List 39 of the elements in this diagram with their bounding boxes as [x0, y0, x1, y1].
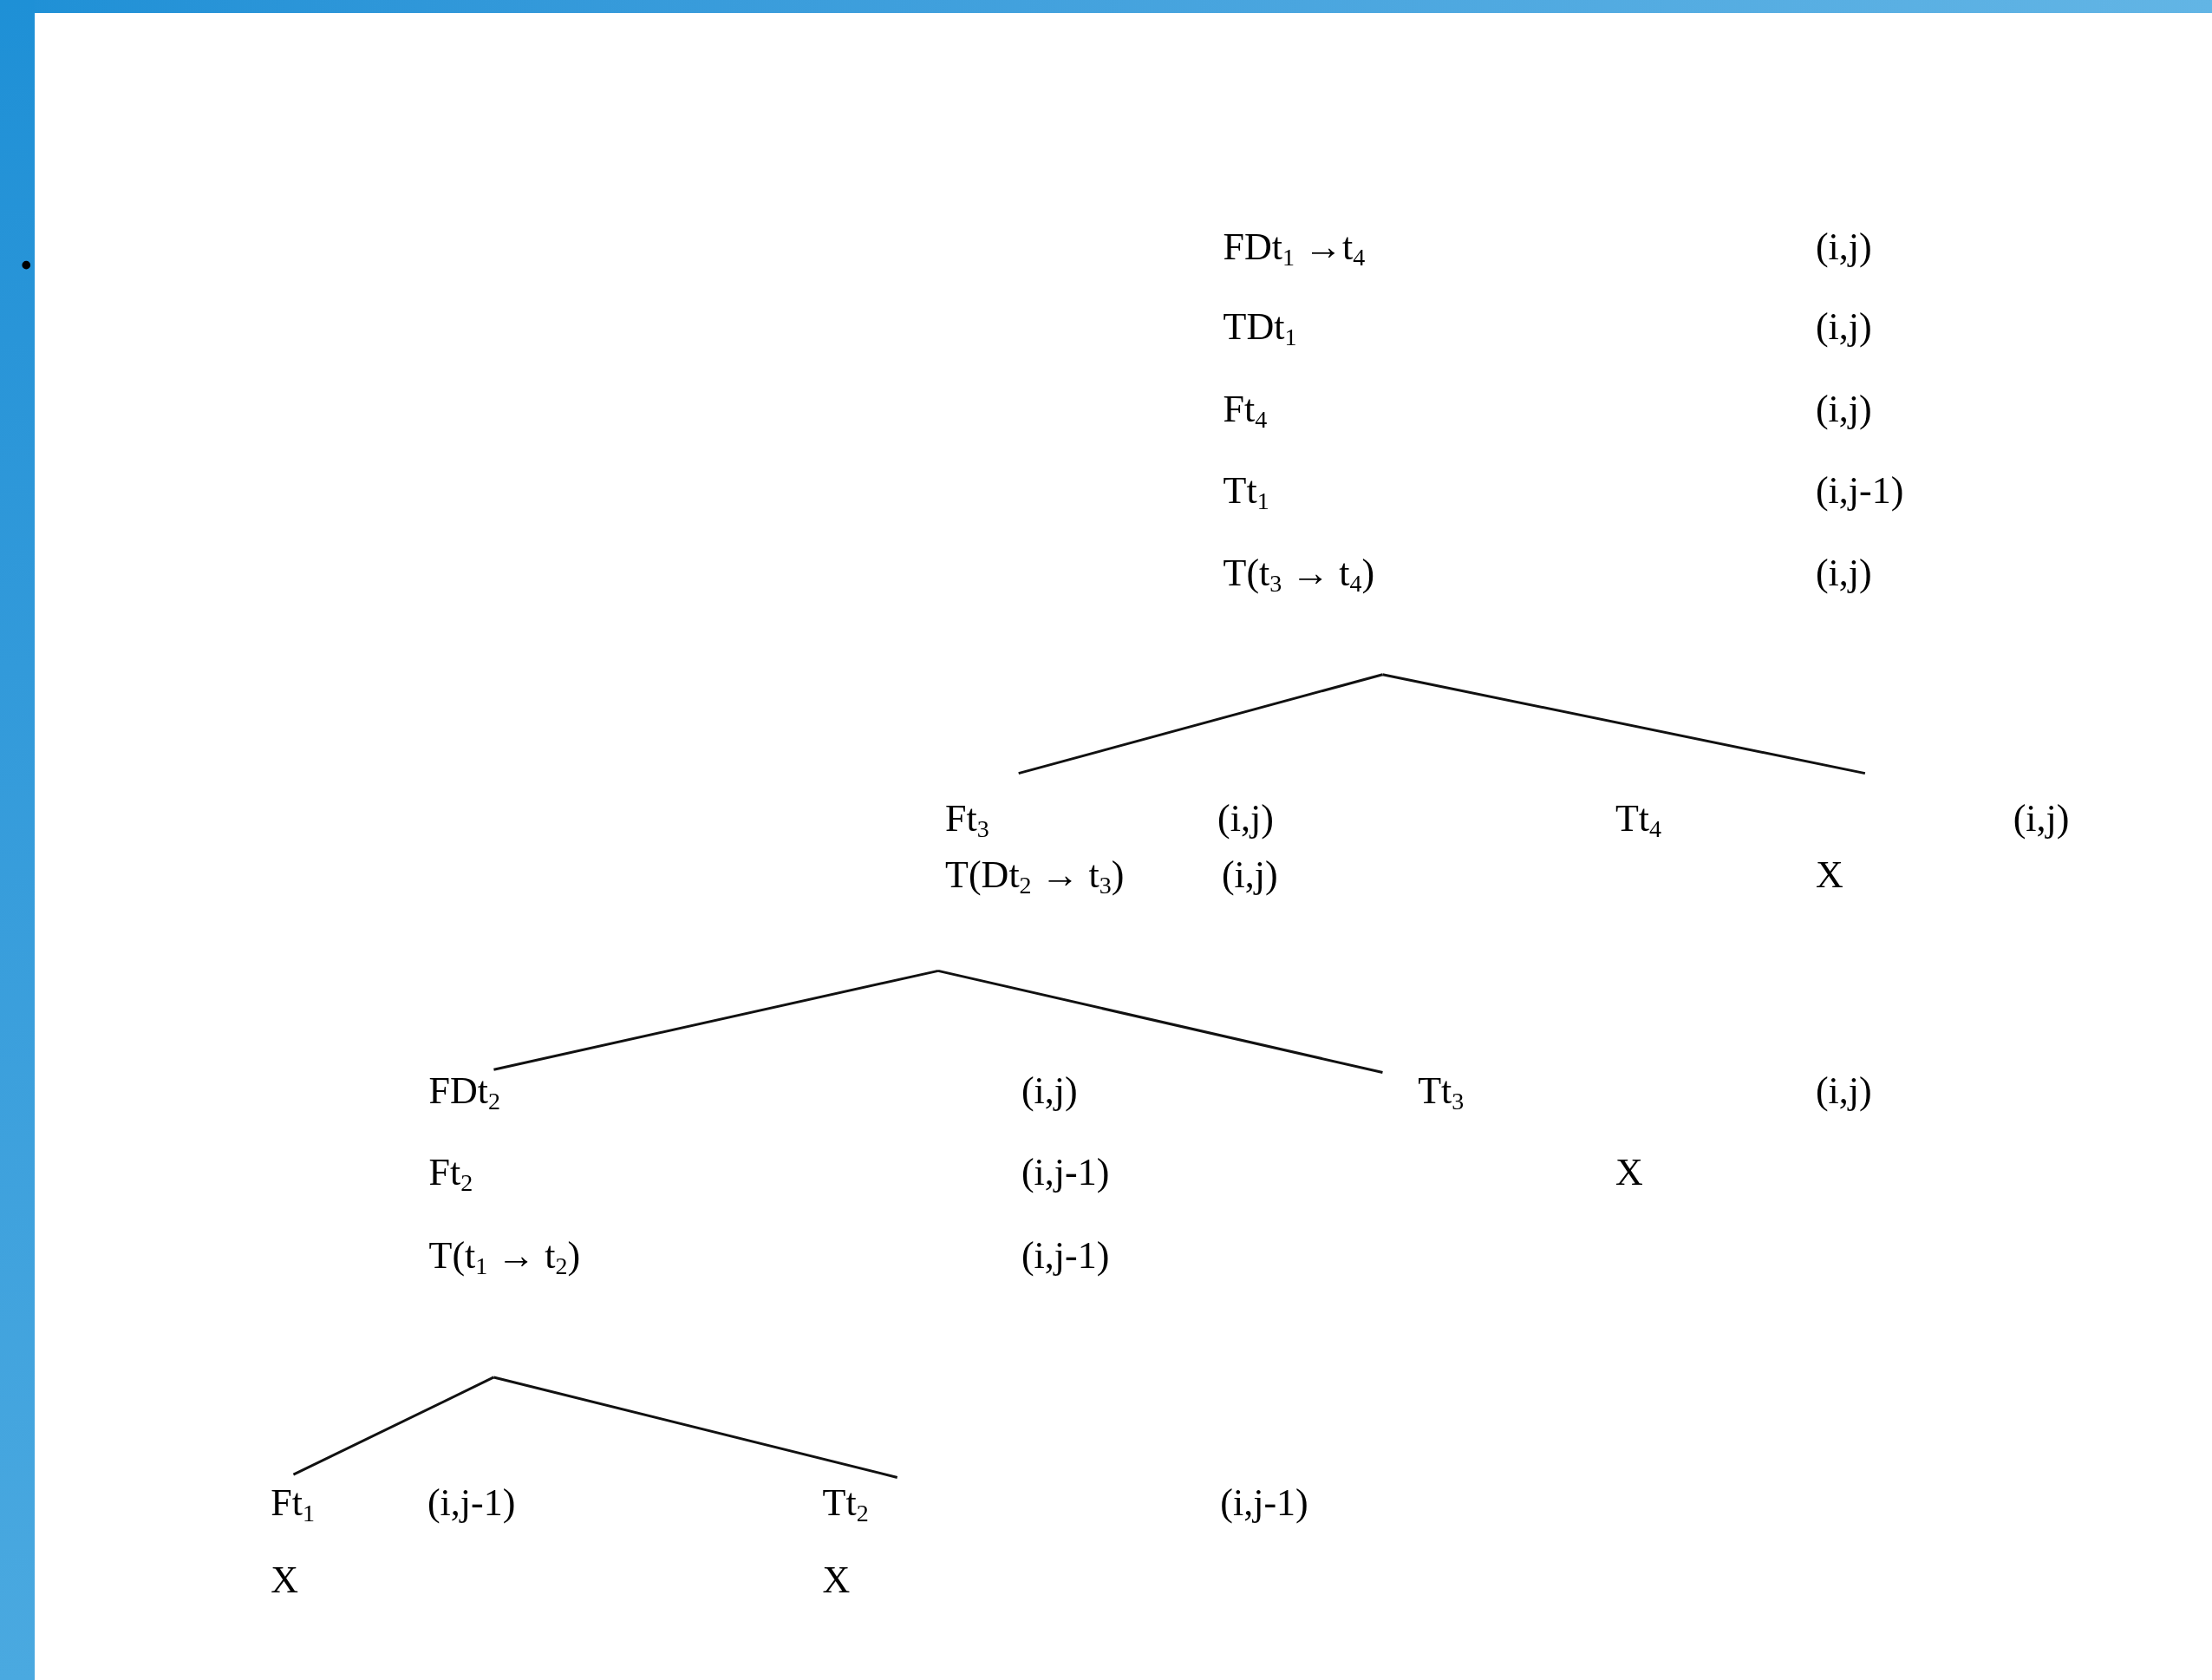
- formula: FDt$_{1}$ →t$_{4}$: [1223, 224, 1366, 270]
- annotation: (i,j-1): [427, 1480, 516, 1526]
- tree-branch-line: [937, 969, 1383, 1074]
- formula: Tt$_{3}$: [1418, 1068, 1465, 1114]
- annotation: (i,j-1): [1815, 468, 1904, 514]
- closed-branch-mark: X: [271, 1558, 299, 1604]
- formula: Tt$_{4}$: [1615, 795, 1661, 841]
- annotation: (i,j): [1815, 224, 1872, 270]
- formula: Tt$_{1}$: [1223, 468, 1269, 514]
- annotation: (i,j): [1815, 304, 1872, 350]
- formula: Tt$_{2}$: [822, 1480, 869, 1526]
- annotation: (i,j): [2013, 795, 2070, 841]
- formula: T(Dt$_{2}$ → t$_{3}$): [945, 852, 1125, 898]
- annotation: (i,j-1): [1021, 1150, 1110, 1196]
- tree-branch-line: [493, 969, 939, 1071]
- annotation: (i,j): [1217, 795, 1274, 841]
- annotation: (i,j): [1221, 852, 1278, 898]
- formula: T(t$_{1}$ → t$_{2}$): [428, 1233, 581, 1278]
- closed-branch-mark: X: [822, 1558, 851, 1604]
- formula: Ft$_{1}$: [271, 1480, 316, 1526]
- closed-branch-mark: X: [1615, 1150, 1643, 1196]
- formula: T(t$_{3}$ → t$_{4}$): [1223, 550, 1375, 596]
- closed-branch-mark: X: [1815, 852, 1843, 898]
- annotation: (i,j): [1815, 386, 1872, 432]
- tree-branch-line: [292, 1376, 495, 1476]
- annotation: (i,j): [1815, 1068, 1872, 1114]
- annotation: (i,j): [1021, 1068, 1078, 1114]
- annotation: (i,j): [1815, 550, 1872, 596]
- tree-branch-line: [1382, 673, 1866, 775]
- formula: TDt$_{1}$: [1223, 304, 1297, 350]
- formula: Ft$_{3}$: [945, 795, 989, 841]
- tree-branch-line: [1018, 673, 1383, 775]
- formula: FDt$_{2}$: [428, 1068, 501, 1114]
- annotation: (i,j-1): [1220, 1480, 1308, 1526]
- tree-branch-line: [493, 1376, 898, 1479]
- formula: Ft$_{4}$: [1223, 386, 1268, 432]
- annotation: (i,j-1): [1021, 1233, 1110, 1278]
- bullet-mark: .: [19, 225, 33, 278]
- formula: Ft$_{2}$: [428, 1150, 473, 1196]
